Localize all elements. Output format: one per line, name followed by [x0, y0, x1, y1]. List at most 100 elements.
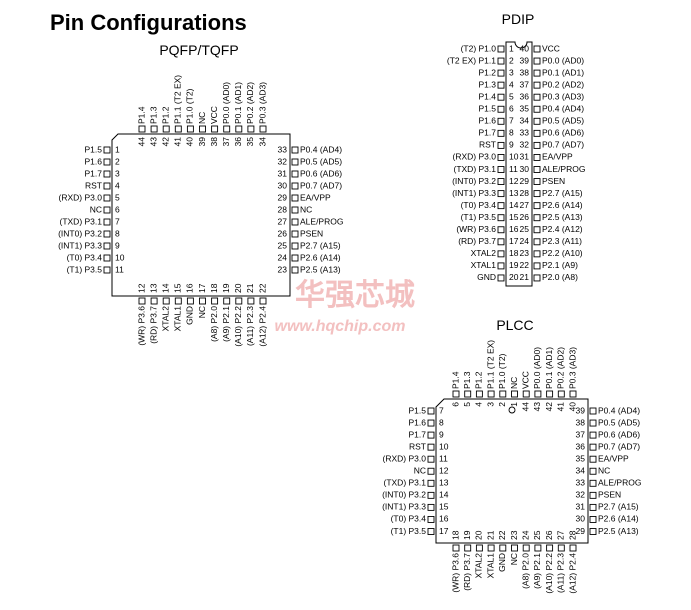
plcc-pin-box — [427, 503, 435, 511]
pdip-pin-number: 11 — [509, 164, 518, 174]
pqfp-pin-box — [103, 194, 111, 202]
pqfp-pin-box — [247, 125, 255, 133]
pqfp-pin-label: EA/VPP — [300, 192, 331, 202]
pdip-pin-label: P0.3 (AD3) — [542, 91, 584, 101]
pdip-pin-box — [533, 105, 541, 113]
pdip-pin-box — [497, 105, 505, 113]
plcc-pin-box — [589, 503, 597, 511]
pdip-pin-box — [497, 238, 505, 246]
plcc-pin-number: 20 — [474, 530, 484, 540]
plcc-pin-label: (TXD) P3.1 — [383, 478, 426, 488]
pdip-pin-number: 35 — [520, 104, 530, 114]
pdip-pin-box — [497, 69, 505, 77]
pqfp-pin-box — [103, 218, 111, 226]
pqfp-pin-number: 26 — [278, 228, 288, 238]
plcc-pin-box — [499, 544, 507, 552]
pdip-pin-box — [497, 250, 505, 258]
pqfp-pin-number: 4 — [115, 180, 120, 190]
plcc-pin-number: 16 — [439, 514, 449, 524]
plcc-pin-label: EA/VPP — [598, 453, 629, 463]
pqfp-pin-label: P0.7 (AD7) — [300, 180, 342, 190]
plcc-pin-label: NC — [509, 553, 519, 565]
pdip-pin-box — [533, 117, 541, 125]
plcc-pin-label: (T1) P3.5 — [391, 526, 427, 536]
pqfp-pin-label: ALE/PROG — [300, 216, 343, 226]
plcc-pin-box — [452, 390, 460, 398]
pdip-pin-box — [533, 153, 541, 161]
plcc-pin-label: (INT1) P3.3 — [382, 502, 426, 512]
plcc-pin-label: P1.0 (T2) — [497, 353, 507, 389]
pqfp-pin-number: 18 — [209, 283, 219, 293]
pqfp-pin-number: 3 — [115, 168, 120, 178]
pqfp-pin-label: NC — [197, 112, 207, 124]
pqfp-pin-box — [138, 125, 146, 133]
pqfp-pin-label: P0.3 (AD3) — [257, 82, 267, 124]
plcc-pin-box — [589, 516, 597, 523]
plcc-pin-box — [589, 419, 597, 427]
pdip-pin-number: 38 — [520, 67, 530, 77]
pqfp-pin-label: VCC — [209, 106, 219, 124]
pdip-pin-number: 2 — [509, 55, 514, 65]
pdip-pin-label: GND — [477, 272, 496, 282]
pdip-pin-label: P0.2 (AD2) — [542, 79, 584, 89]
plcc-pin-label: P1.2 — [474, 371, 484, 389]
pqfp-pin-box — [259, 297, 267, 305]
pdip-pin-box — [533, 45, 541, 53]
pqfp-pin-label: NC — [90, 204, 102, 214]
pdip-pin-number: 36 — [520, 91, 530, 101]
pdip-pin-box — [497, 214, 505, 222]
plcc-pin-number: 42 — [544, 402, 554, 412]
plcc-pin-box — [557, 390, 565, 398]
pdip-pin-box — [497, 226, 505, 234]
plcc-pin-label: VCC — [520, 371, 530, 389]
pqfp-pin-number: 29 — [278, 192, 288, 202]
pqfp-pin-label: P1.2 — [160, 106, 170, 124]
pdip-pin-label: P1.3 — [479, 79, 497, 89]
pdip-pin-box — [533, 57, 541, 65]
pqfp-pin-number: 33 — [278, 144, 288, 154]
pdip-pin-box — [497, 81, 505, 89]
pdip-pin-number: 39 — [520, 55, 530, 65]
pdip-pin-box — [497, 45, 505, 53]
plcc-pin-box — [427, 419, 435, 427]
pqfp-pin-label: P2.5 (A13) — [300, 264, 341, 274]
plcc-pin-label: (A8) P2.0 — [520, 553, 530, 589]
pdip-pin-label: ALE/PROG — [542, 164, 585, 174]
pdip-pin-box — [497, 93, 505, 101]
plcc-pin-label: (A9) P2.1 — [532, 553, 542, 589]
pdip-pin-label: RST — [479, 140, 496, 150]
pqfp-pin-box — [259, 125, 267, 133]
pdip-pin-label: P0.6 (AD6) — [542, 128, 584, 138]
pdip-pin-number: 4 — [509, 79, 514, 89]
pqfp-pin-label: P1.1 (T2 EX) — [173, 75, 183, 124]
pdip-pin-label: P2.6 (A14) — [542, 200, 583, 210]
pqfp-pin-label: P0.1 (AD1) — [233, 82, 243, 124]
pqfp-pin-box — [174, 297, 182, 305]
pdip-pin-label: (T0) P3.4 — [461, 200, 497, 210]
pdip-pin-number: 24 — [520, 236, 530, 246]
pqfp-pin-label: NC — [300, 204, 312, 214]
plcc-pin-number: 5 — [462, 402, 472, 407]
pqfp-pin-box — [211, 297, 219, 305]
plcc-pin-box — [589, 455, 597, 463]
pqfp-pin-box — [291, 170, 299, 178]
pdip-title: PDIP — [502, 11, 535, 27]
pdip-pin-box — [497, 178, 505, 186]
pdip-pin-label: (RXD) P3.0 — [453, 152, 497, 162]
pqfp-pin-number: 23 — [278, 264, 288, 274]
plcc-pin-number: 12 — [439, 466, 449, 476]
plcc-pin-label: P0.0 (AD0) — [532, 347, 542, 389]
pqfp-pin-number: 41 — [173, 137, 183, 147]
pdip-pin-label: PSEN — [542, 176, 565, 186]
pdip-pin-label: (T1) P3.5 — [461, 212, 497, 222]
plcc-pin-number: 29 — [576, 526, 586, 536]
pqfp-pin-label: P0.6 (AD6) — [300, 168, 342, 178]
pqfp-pin-label: (A11) P2.3 — [245, 306, 255, 346]
plcc-pin-number: 28 — [567, 530, 577, 540]
pqfp-pin-number: 12 — [136, 283, 146, 293]
plcc-pin-number: 34 — [576, 466, 586, 476]
pdip-pin-number: 31 — [520, 152, 530, 162]
plcc-pin-label: P1.6 — [409, 417, 427, 427]
plcc-pin-box — [569, 390, 577, 398]
plcc-pin-label: PSEN — [598, 490, 621, 500]
